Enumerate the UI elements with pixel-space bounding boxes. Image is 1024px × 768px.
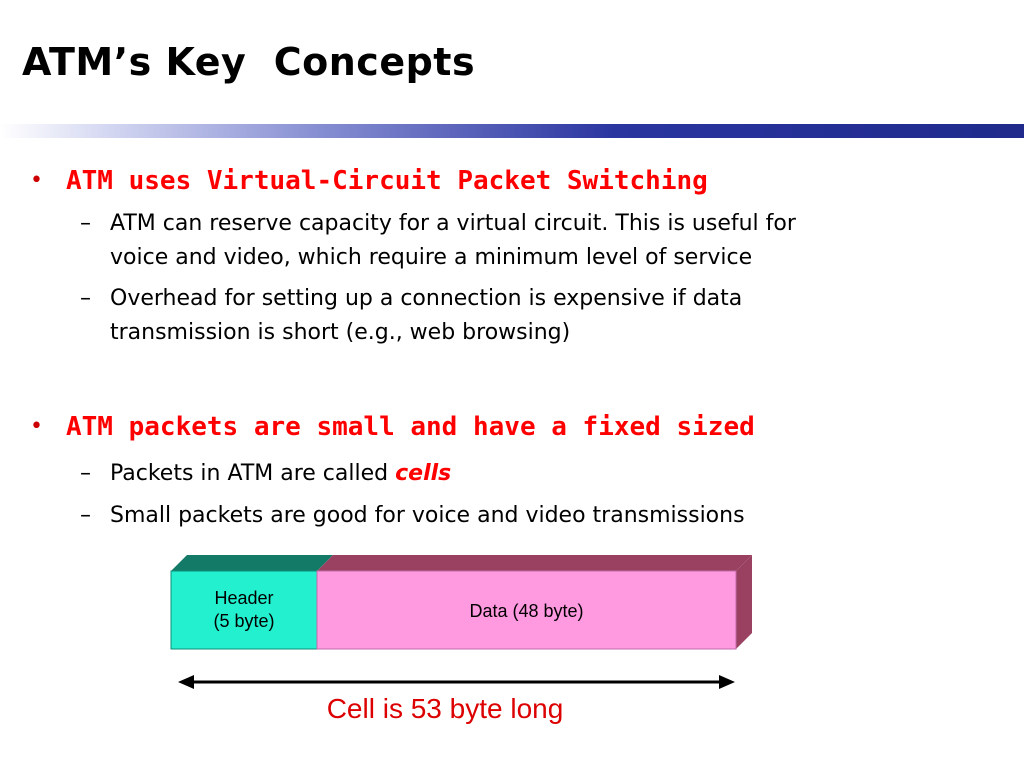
sub-bullet-2-1: Packets in ATM are called cells [110,457,990,491]
sub-bullet-1-2: Overhead for setting up a connection is … [110,282,990,350]
cells-emphasis: cells [395,461,452,486]
dash-icon: – [80,211,91,236]
arrow-left-head-icon [178,675,194,689]
bullet-heading-1: ATM uses Virtual-Circuit Packet Switchin… [66,166,708,196]
header-label: Header (5 byte) [171,587,317,633]
bullet-heading-2: ATM packets are small and have a fixed s… [66,412,755,442]
header-block-top [171,555,333,571]
data-block-side [736,555,752,649]
sub-bullet-1-1-line1: ATM can reserve capacity for a virtual c… [110,211,796,236]
sub-bullet-2-1-text: Packets in ATM are called [110,461,396,486]
cell-length-caption: Cell is 53 byte long [326,693,564,724]
data-label: Data (48 byte) [469,601,584,621]
sub-bullet-1-1-line2: voice and video, which require a minimum… [110,245,753,270]
data-block-top [317,555,752,571]
header-label-line1: Header [214,588,274,608]
dash-icon: – [80,286,91,311]
sub-bullet-1-1: ATM can reserve capacity for a virtual c… [110,207,990,275]
title-underline-bar [0,124,1024,138]
dash-icon: – [80,503,91,528]
slide-title: ATM’s Key Concepts [22,40,476,84]
sub-bullet-2-2: Small packets are good for voice and vid… [110,503,745,528]
header-label-line2: (5 byte) [213,611,275,631]
bullet-dot-icon: • [30,168,43,193]
header-block [170,570,318,650]
data-block [316,570,737,650]
sub-bullet-1-2-line1: Overhead for setting up a connection is … [110,286,743,311]
dash-icon: – [80,461,91,486]
sub-bullet-1-2-line2: transmission is short (e.g., web browsin… [110,320,571,345]
arrow-right-head-icon [719,675,735,689]
bullet-dot-icon: • [30,414,43,439]
